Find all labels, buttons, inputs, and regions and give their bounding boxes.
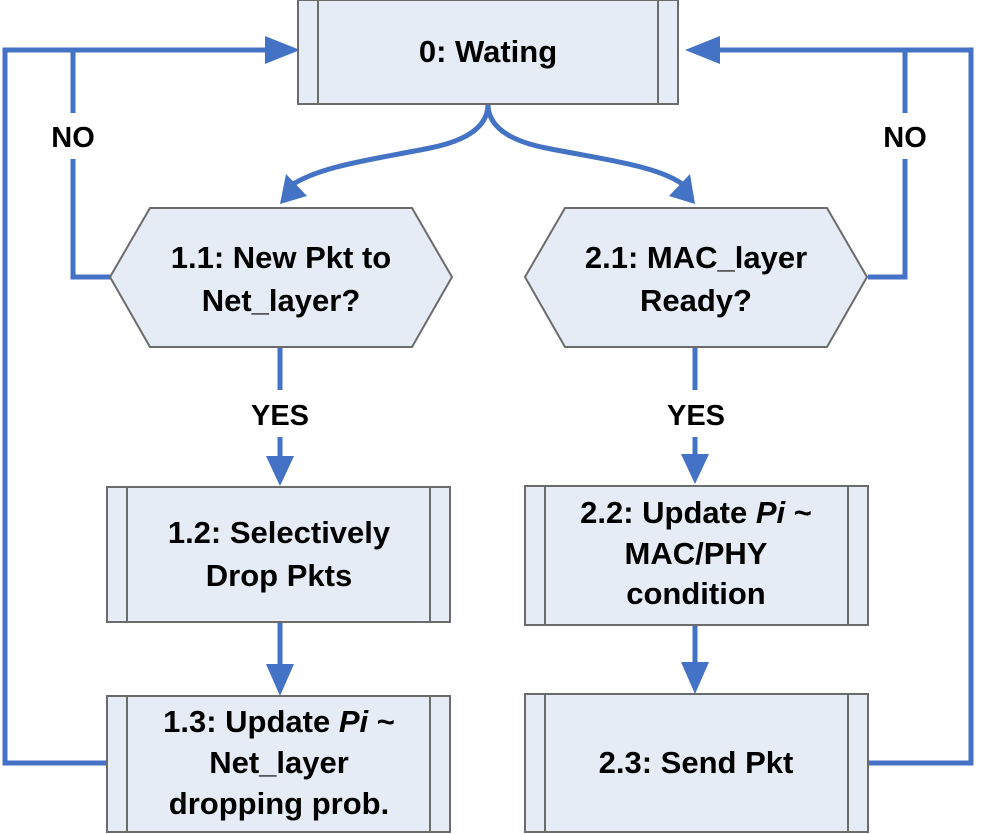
new-pkt-decision-line2: Net_layer? [202,283,361,318]
send-pkt-label: 2.3: Send Pkt [599,745,794,780]
update-pi-mac-box: 2.2: Update Pi ~ MAC/PHY condition [524,485,869,626]
right-no-connector [715,47,908,280]
split-connector-left [288,103,491,189]
arrowhead-to-send-pkt [681,662,709,694]
connectors [2,36,974,766]
edge-labels: NO NO YES YES [38,113,942,432]
update-pi-net-line1: 1.3: Update Pi ~ [163,704,395,739]
arrowhead-to-mac-ready-decision [669,174,695,204]
left-no-connector [70,47,270,280]
update-pi-mac-line3: condition [626,576,765,611]
left-no-label: NO [51,122,95,154]
waiting-state-box: 0: Wating [297,0,679,105]
right-no-label: NO [883,122,927,154]
send-pkt-box: 2.3: Send Pkt [524,693,869,833]
selectively-drop-box: 1.2: Selectively Drop Pkts [106,486,451,623]
arrowhead-to-selectively-drop [266,456,294,486]
update-pi-mac-line2: MAC/PHY [625,536,768,571]
left-yes-label: YES [251,400,309,432]
update-pi-net-line3: dropping prob. [169,786,389,821]
waiting-label: 0: Wating [419,34,557,69]
split-connector-right [485,103,687,188]
new-pkt-decision: 1.1: New Pkt to Net_layer? [108,207,454,348]
update-pi-net-line2: Net_layer [209,745,349,780]
arrowhead-to-update-pi-net [266,664,294,696]
right-yes-label: YES [667,400,725,432]
arrowhead-right-no [685,36,720,64]
arrowhead-to-update-pi-mac [681,454,709,484]
mac-ready-decision-line1: 2.1: MAC_layer [585,240,807,275]
update-pi-mac-line1: 2.2: Update Pi ~ [580,495,812,530]
left-outer-loop-connector [2,47,107,766]
new-pkt-decision-line1: 1.1: New Pkt to [171,240,392,275]
right-outer-loop-connector [868,47,974,766]
mac-ready-decision: 2.1: MAC_layer Ready? [523,207,869,348]
arrowhead-left-no [265,36,300,64]
arrowhead-to-new-pkt-decision [280,174,307,204]
selectively-drop-line2: Drop Pkts [206,558,352,593]
selectively-drop-line1: 1.2: Selectively [168,515,391,550]
mac-ready-decision-line2: Ready? [640,283,752,318]
update-pi-net-box: 1.3: Update Pi ~ Net_layer dropping prob… [106,695,451,833]
